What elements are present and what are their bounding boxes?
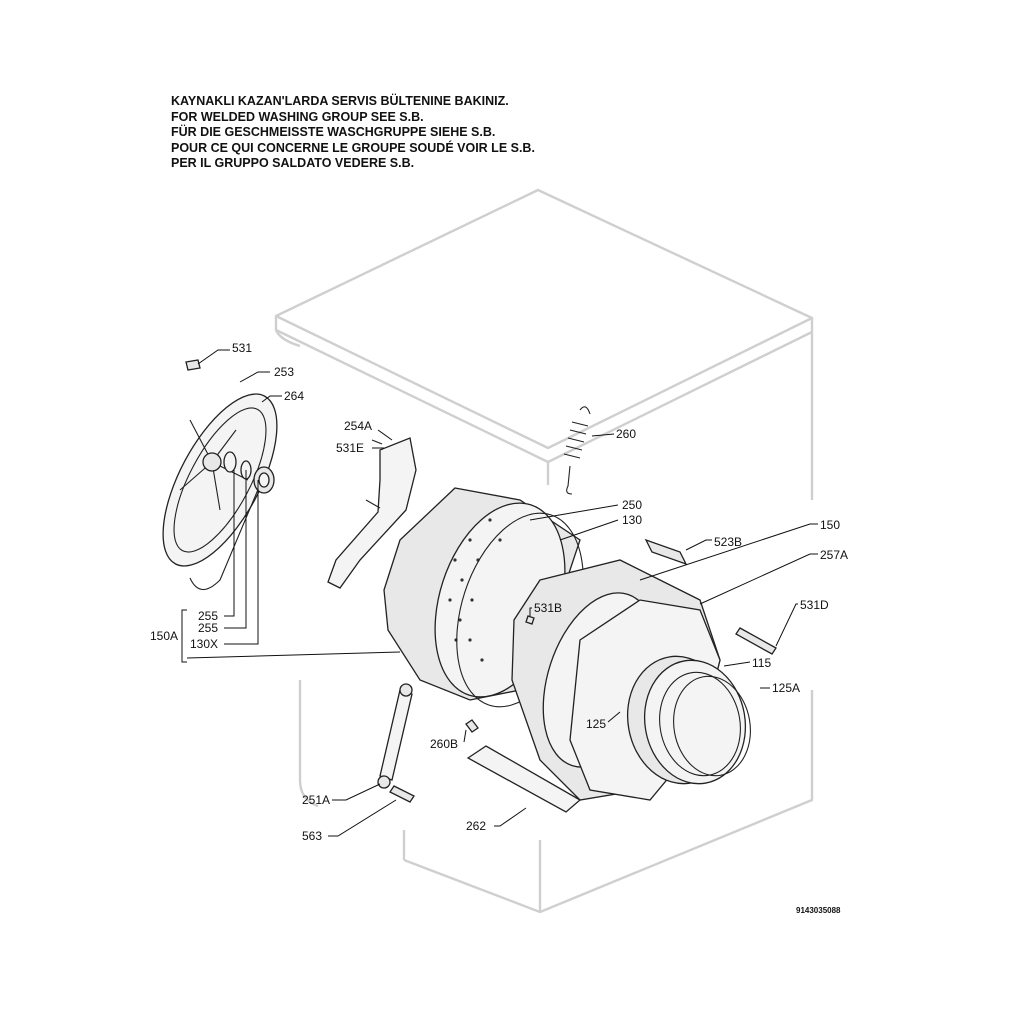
cabinet-outline: [274, 188, 814, 914]
screw-531b: [525, 615, 535, 625]
shock-absorber: [377, 683, 413, 789]
service-bulletin-note: KAYNAKLI KAZAN'LARDA SERVIS BÜLTENINE BA…: [171, 94, 535, 172]
label-531: 531: [232, 341, 252, 355]
bolt-531d: [735, 627, 777, 655]
note-line-en: FOR WELDED WASHING GROUP SEE S.B.: [171, 109, 424, 124]
label-254a: 254A: [344, 419, 372, 433]
part-523b: [644, 538, 688, 566]
pin-563: [389, 785, 415, 803]
label-251a: 251A: [302, 793, 330, 807]
label-531e: 531E: [336, 441, 364, 455]
screw-531: [185, 359, 201, 371]
label-260: 260: [616, 427, 636, 441]
document-number: 9143035088: [796, 906, 841, 915]
label-130x: 130X: [190, 637, 218, 651]
gasket-clamp: [673, 675, 751, 777]
label-255-first: 255: [198, 609, 218, 623]
label-250: 250: [622, 498, 642, 512]
note-line-tr: KAYNAKLI KAZAN'LARDA SERVIS BÜLTENINE BA…: [171, 94, 509, 108]
clip-260b: [465, 719, 479, 733]
label-563: 563: [302, 829, 322, 843]
label-531b: 531B: [534, 601, 562, 615]
label-523b: 523B: [714, 535, 742, 549]
label-130: 130: [622, 513, 642, 527]
tub-bracket: [327, 437, 417, 589]
label-260b: 260B: [430, 737, 458, 751]
leader-lines: [181, 349, 818, 837]
label-255-second: 255: [198, 621, 218, 635]
label-115: 115: [752, 656, 771, 670]
suspension-spring: [563, 406, 591, 495]
label-150: 150: [820, 518, 840, 532]
label-253: 253: [274, 365, 294, 379]
label-125: 125: [586, 717, 606, 731]
label-262: 262: [466, 819, 486, 833]
support-262: [466, 745, 582, 813]
note-line-fr: POUR CE QUI CONCERNE LE GROUPE SOUDÉ VOI…: [171, 140, 535, 155]
label-150a: 150A: [150, 629, 178, 643]
label-125a: 125A: [772, 681, 800, 695]
part-labels: 531 253 264 254A 531E 260 250 130 150 52…: [150, 341, 848, 843]
note-line-de: FÜR DIE GESCHMEISSTE WASCHGRUPPE SIEHE S…: [171, 125, 496, 139]
label-531d: 531D: [800, 598, 829, 612]
label-264: 264: [284, 389, 304, 403]
note-line-it: PER IL GRUPPO SALDATO VEDERE S.B.: [171, 156, 415, 170]
label-257a: 257A: [820, 548, 848, 562]
drum-pulley: [162, 393, 278, 591]
